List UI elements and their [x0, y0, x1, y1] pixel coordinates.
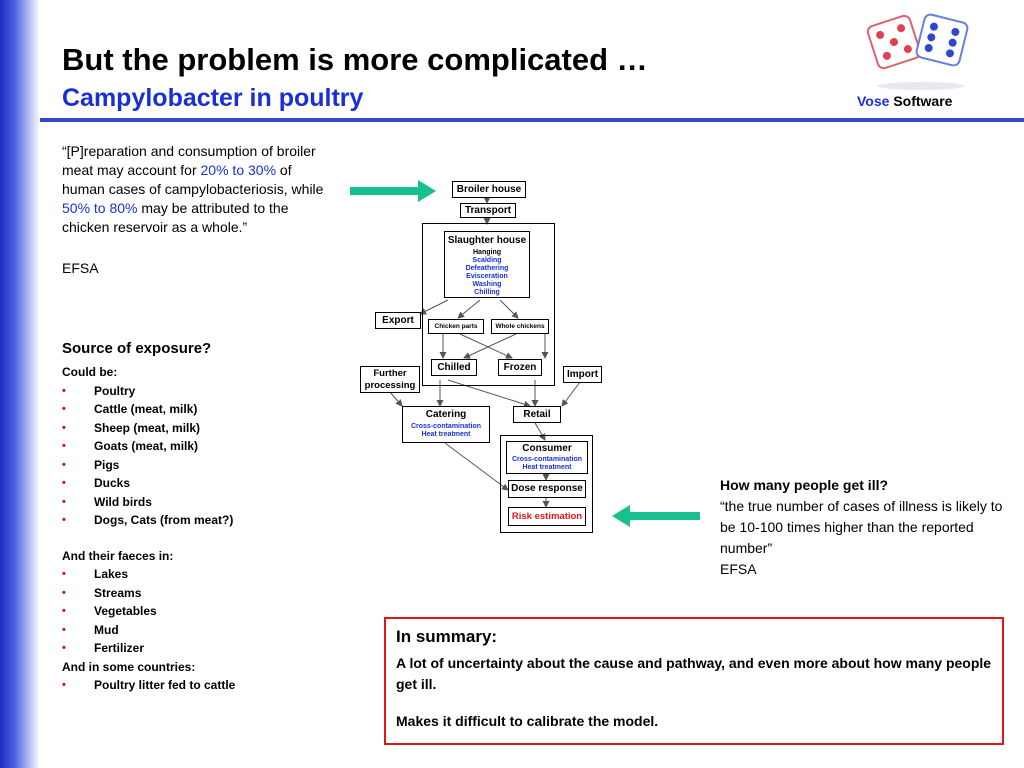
- list-item: Cattle (meat, milk): [62, 400, 362, 419]
- dice-logo-icon: [866, 13, 969, 90]
- list-item: Poultry litter fed to cattle: [62, 676, 362, 695]
- efsa-quote: “[P]reparation and consumption of broile…: [62, 142, 337, 237]
- page-subtitle: Campylobacter in poultry: [62, 84, 364, 112]
- illness-quote: “the true number of cases of illness is …: [720, 498, 1003, 556]
- list-item: Fertilizer: [62, 639, 362, 658]
- summary-box: In summary: A lot of uncertainty about t…: [384, 617, 1004, 745]
- brand-vose: Vose: [857, 93, 890, 109]
- flow-slaughter-house: Slaughter house Hanging Scalding Defeath…: [444, 231, 530, 298]
- illness-heading: How many people get ill?: [720, 477, 889, 493]
- slaughter-frame: [422, 223, 555, 386]
- step-evisceration: Evisceration: [466, 273, 508, 280]
- illness-source: EFSA: [720, 561, 757, 577]
- flow-risk-estimation: Risk estimation: [508, 507, 586, 526]
- flow-frozen: Frozen: [498, 359, 542, 376]
- summary-heading: In summary:: [396, 627, 498, 646]
- list-item: Pigs: [62, 456, 362, 475]
- could-be-label: Could be:: [62, 365, 118, 379]
- flow-chicken-parts: Chicken parts: [428, 319, 484, 334]
- exposure-list: Could be: Poultry Cattle (meat, milk) Sh…: [62, 363, 362, 695]
- quote-text-3: may be attributed to the chicken reservo…: [62, 200, 289, 235]
- flow-retail: Retail: [513, 406, 561, 423]
- flow-connectors: [350, 180, 700, 527]
- campylobacter-flow-diagram: Broiler house Transport Slaughter house …: [340, 160, 710, 550]
- faeces-list: Lakes Streams Vegetables Mud Fertilizer: [62, 565, 362, 658]
- exposure-heading: Source of exposure?: [62, 340, 212, 357]
- quote-source: EFSA: [62, 260, 99, 276]
- green-arrow-right: [418, 180, 436, 202]
- flow-import: Import: [563, 366, 602, 383]
- list-item: Goats (meat, milk): [62, 437, 362, 456]
- consumer-frame: [500, 435, 593, 533]
- list-item: Poultry: [62, 382, 362, 401]
- flow-consumer: Consumer Cross-contamination Heat treatm…: [506, 441, 588, 474]
- left-gradient-bar: [0, 0, 40, 768]
- step-scalding: Scalding: [472, 257, 502, 264]
- brand-software: Software: [893, 93, 953, 109]
- quote-highlight-1: 20% to 30%: [200, 162, 277, 178]
- list-item: Streams: [62, 584, 362, 603]
- step-chilling: Chilling: [474, 289, 500, 296]
- countries-list: Poultry litter fed to cattle: [62, 676, 362, 695]
- quote-text-2: of human cases of campylobacteriosis, wh…: [62, 162, 324, 197]
- green-arrow-left: [612, 505, 630, 527]
- flow-further-processing: Further processing: [360, 366, 420, 393]
- page-title: But the problem is more complicated …: [62, 42, 648, 77]
- list-item: Dogs, Cats (from meat?): [62, 511, 362, 530]
- step-hanging: Hanging: [473, 249, 501, 256]
- brand-name: Vose Software: [857, 93, 952, 109]
- list-item: Sheep (meat, milk): [62, 419, 362, 438]
- faeces-heading: And their faeces in:: [62, 548, 174, 563]
- list-item: Vegetables: [62, 602, 362, 621]
- flow-transport: Transport: [460, 203, 516, 218]
- flow-chilled: Chilled: [431, 359, 477, 376]
- quote-text-1: “[P]reparation and consumption of broile…: [62, 143, 316, 178]
- flow-catering: Catering Cross-contamination Heat treatm…: [402, 406, 490, 443]
- countries-heading: And in some countries:: [62, 659, 196, 674]
- list-item: Wild birds: [62, 493, 362, 512]
- summary-paragraph-1: A lot of uncertainty about the cause and…: [396, 655, 992, 692]
- quote-highlight-2: 50% to 80%: [62, 200, 138, 216]
- step-defeathering: Defeathering: [465, 265, 509, 272]
- title-divider: [40, 118, 1024, 122]
- step-washing: Washing: [472, 281, 502, 288]
- list-item: Lakes: [62, 565, 362, 584]
- flow-export: Export: [375, 312, 421, 329]
- sources-list: Poultry Cattle (meat, milk) Sheep (meat,…: [62, 382, 362, 530]
- list-item: Mud: [62, 621, 362, 640]
- summary-paragraph-2: Makes it difficult to calibrate the mode…: [396, 713, 659, 729]
- illness-section: How many people get ill? “the true numbe…: [720, 475, 1010, 580]
- flow-dose-response: Dose response: [508, 480, 586, 498]
- flow-broiler-house: Broiler house: [452, 181, 526, 198]
- flow-whole-chickens: Whole chickens: [491, 319, 549, 334]
- list-item: Ducks: [62, 474, 362, 493]
